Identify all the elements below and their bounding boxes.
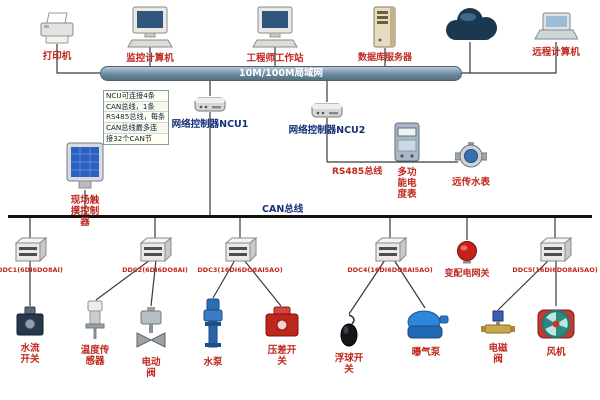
device-label: 数据库服务器 [357, 53, 412, 63]
device-label: 风机 [546, 347, 566, 358]
device-fan[interactable]: 风机 [536, 306, 576, 358]
controller-ddc4[interactable]: DDC4(16DI6DO8AI5AO) [347, 236, 433, 275]
device-pressure-switch[interactable]: 压差开关 [262, 306, 302, 367]
controller-label: DDC5(16DI6DO8AI5AO) [512, 266, 598, 274]
controller-label: DDC4(16DI6DO8AI5AO) [347, 266, 433, 274]
note-line: CAN总线，1条 [104, 101, 168, 113]
controller-label: DDC2(6DI6DO8AI) [122, 266, 188, 274]
ddc-icon [537, 236, 573, 266]
device-label: 浮球开关 [334, 353, 364, 376]
can-bus[interactable] [8, 215, 592, 218]
note-line: CAN总线最多连 [104, 123, 168, 134]
power-meter-icon [394, 122, 420, 166]
note-line: NCU可连接4条 [104, 91, 168, 102]
ddc-icon [372, 236, 408, 266]
device-solenoid-valve[interactable]: 电磁阀 [481, 310, 515, 365]
device-engineer-workstation[interactable]: 工程师工作站 [243, 6, 307, 64]
device-temperature-sensor[interactable]: 温度传感器 [81, 300, 109, 367]
lan-bus[interactable]: 10M/100M局域网 [100, 66, 462, 81]
touch-panel-icon [66, 142, 104, 194]
device-label: 曝气泵 [411, 347, 441, 358]
device-database-server[interactable]: 数据库服务器 [356, 6, 414, 64]
device-label: 现场触摸控制器 [70, 195, 100, 229]
device-network-cloud[interactable] [440, 6, 502, 48]
rs485-bus-label: RS485总线 [332, 167, 383, 177]
controller-ncu2[interactable]: 网络控制器NCU2 [282, 100, 372, 136]
water-pump-icon [196, 298, 230, 356]
printer-icon [37, 12, 77, 50]
water-meter-icon [454, 140, 488, 176]
device-label: 温度传感器 [80, 345, 110, 368]
device-label: 变配电网关 [444, 269, 490, 279]
controller-label: DDC3(16DI6DO8AI5AO) [197, 266, 283, 274]
device-label: 水泵 [203, 357, 223, 368]
device-label: 水流开关 [20, 343, 40, 366]
device-water-meter[interactable]: 远传水表 [449, 140, 493, 188]
ddc-icon [222, 236, 258, 266]
device-label: 压差开关 [267, 345, 297, 368]
ncu-controller-icon [311, 100, 343, 124]
ncu-note-box: NCU可连接4条 CAN总线，1条 RS485总线，每条 CAN总线最多连 接3… [103, 90, 169, 145]
device-label: 工程师工作站 [246, 53, 304, 64]
ncu-controller-icon [194, 94, 226, 118]
device-remote-computer[interactable]: 远程计算机 [528, 12, 584, 58]
device-label: 电动阀 [141, 357, 161, 380]
device-label: 远程计算机 [532, 47, 580, 58]
can-bus-label: CAN总线 [262, 204, 304, 215]
device-label: 打印机 [42, 51, 72, 62]
device-water-flow-switch[interactable]: 水流开关 [14, 306, 46, 365]
solenoid-valve-icon [481, 310, 515, 342]
fan-icon [536, 306, 576, 346]
device-power-meter[interactable]: 多功能电度表 [394, 122, 420, 201]
desktop-computer-icon [251, 6, 299, 52]
device-float-switch[interactable]: 浮球开关 [334, 314, 364, 376]
controller-label: 网络控制器NCU1 [171, 119, 249, 130]
device-aeration-pump[interactable]: 曝气泵 [403, 308, 449, 358]
controller-label: DDC1(6DI6DO8AI) [0, 266, 63, 274]
device-water-pump[interactable]: 水泵 [196, 298, 230, 368]
ddc-icon [137, 236, 173, 266]
device-label: 多功能电度表 [397, 167, 417, 201]
pressure-switch-icon [262, 306, 302, 344]
device-touch-controller[interactable]: 现场触摸控制器 [66, 142, 104, 229]
note-line: RS485总线，每条 [104, 112, 168, 124]
desktop-computer-icon [126, 6, 174, 52]
server-icon [370, 6, 400, 52]
aeration-pump-icon [403, 308, 449, 346]
laptop-icon [534, 12, 579, 46]
controller-ddc1[interactable]: DDC1(6DI6DO8AI) [0, 236, 63, 275]
device-label: 监控计算机 [126, 53, 174, 64]
device-monitor-computer[interactable]: 监控计算机 [120, 6, 180, 64]
device-electric-valve[interactable]: 电动阀 [134, 306, 168, 379]
float-switch-icon [337, 314, 361, 352]
device-power-gateway[interactable]: 变配电网关 [444, 240, 490, 280]
device-label: 电磁阀 [488, 343, 508, 366]
ddc-icon [12, 236, 48, 266]
water-flow-switch-icon [14, 306, 46, 342]
device-printer[interactable]: 打印机 [29, 12, 85, 62]
gateway-icon [456, 240, 478, 268]
controller-ddc5[interactable]: DDC5(16DI6DO8AI5AO) [512, 236, 598, 275]
device-label: 远传水表 [451, 177, 490, 188]
temperature-sensor-icon [82, 300, 108, 344]
controller-ddc3[interactable]: DDC3(16DI6DO8AI5AO) [197, 236, 283, 275]
note-line: 接32个CAN节 [106, 133, 153, 143]
controller-label: 网络控制器NCU2 [288, 125, 366, 136]
controller-ncu1[interactable]: 网络控制器NCU1 [165, 94, 255, 130]
network-cloud-icon [440, 6, 502, 48]
electric-valve-icon [134, 306, 168, 356]
controller-ddc2[interactable]: DDC2(6DI6DO8AI) [122, 236, 188, 275]
